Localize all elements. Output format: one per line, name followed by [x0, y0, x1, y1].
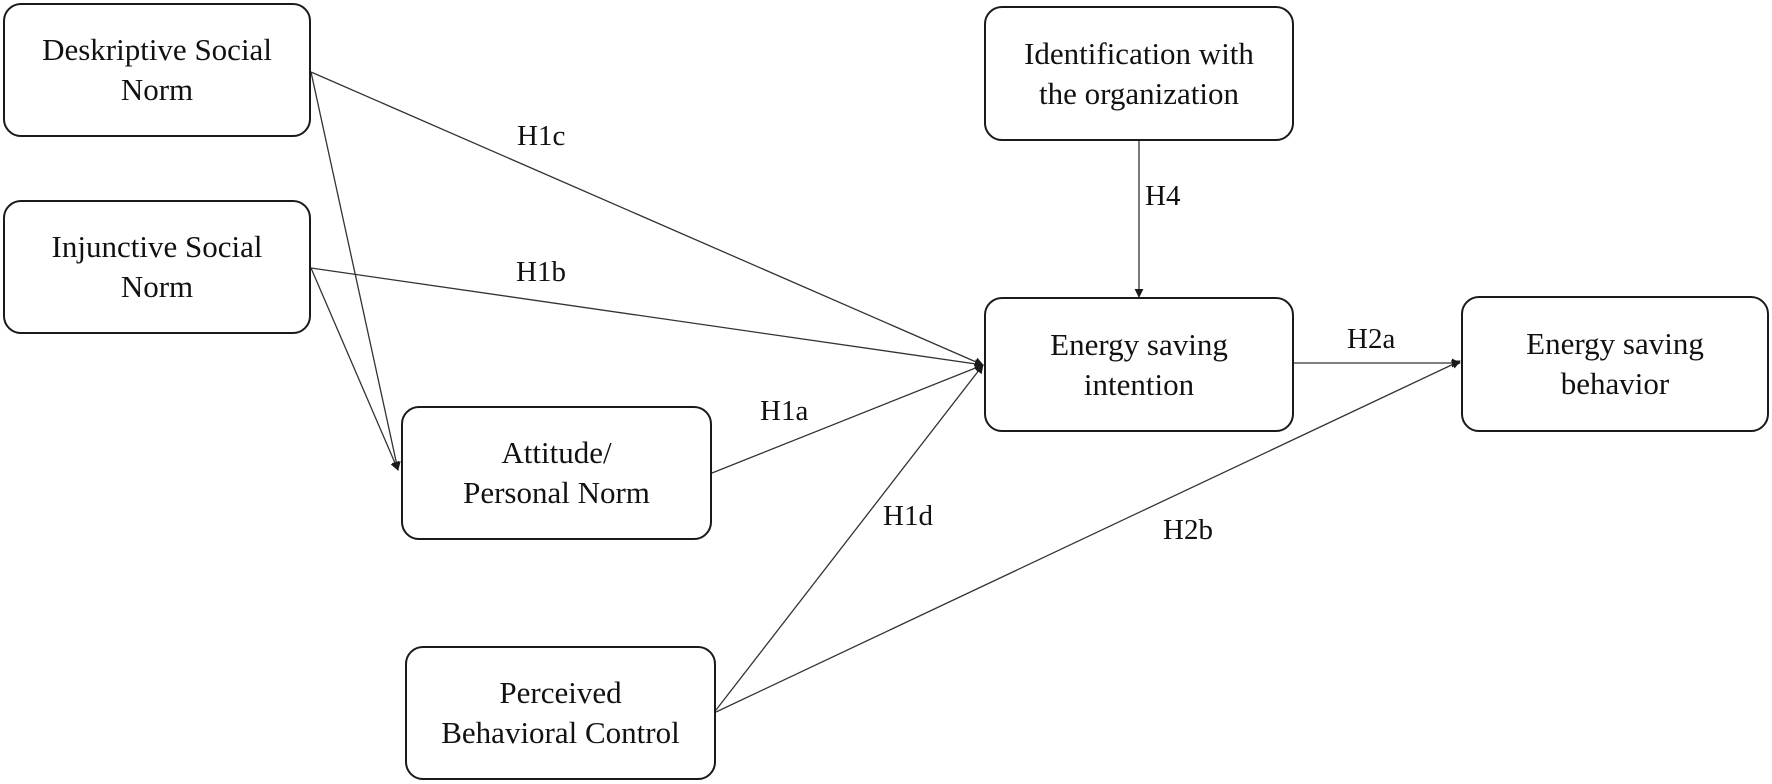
edge-label-h4: H4 — [1145, 180, 1181, 212]
edge-label-h2a: H2a — [1347, 323, 1396, 355]
node-line: Norm — [120, 269, 194, 304]
node-line: Injunctive Social — [51, 229, 263, 264]
edge-h1a-line — [711, 363, 984, 474]
edge-label-h1a: H1a — [760, 395, 809, 427]
node-energy-saving-behavior: Energy saving behavior — [1461, 296, 1769, 432]
node-perceived-behavioral-control: Perceived Behavioral Control — [405, 646, 716, 780]
node-line: the organization — [1038, 75, 1239, 111]
edge-label-h2b: H2b — [1163, 514, 1213, 546]
edge-descriptive-to-attitude-line — [310, 71, 401, 471]
edge-h1c-line — [310, 71, 984, 366]
edge-h1d-line — [715, 364, 984, 711]
node-line: Norm — [120, 72, 194, 107]
node-injunctive-social-norm: Injunctive Social Norm — [3, 200, 311, 334]
node-line: intention — [1083, 366, 1195, 402]
node-line: behavior — [1560, 366, 1670, 401]
node-attitude-personal-norm: Attitude/ Personal Norm — [401, 406, 712, 540]
node-line: Energy saving — [1050, 326, 1228, 362]
node-line: Deskriptive Social — [42, 32, 272, 67]
node-line: Energy saving — [1526, 326, 1704, 361]
node-line: Behavioral Control — [441, 715, 680, 750]
node-energy-saving-intention: Energy saving intention — [984, 297, 1294, 432]
node-line: Attitude/ — [501, 435, 612, 470]
node-line: Perceived — [499, 675, 622, 710]
edge-label-h1d: H1d — [883, 500, 933, 532]
edge-label-h1b: H1b — [516, 256, 566, 288]
edge-h1b-line — [310, 267, 984, 369]
node-identification-with-organization: Identification with the organization — [984, 6, 1294, 141]
edge-h2b-line — [715, 360, 1461, 713]
edge-label-h1c: H1c — [517, 120, 566, 152]
node-line: Personal Norm — [463, 475, 650, 510]
edge-injunctive-to-attitude-line — [310, 267, 399, 471]
node-descriptive-social-norm: Deskriptive Social Norm — [3, 3, 311, 137]
node-line: Identification with — [1024, 35, 1254, 71]
